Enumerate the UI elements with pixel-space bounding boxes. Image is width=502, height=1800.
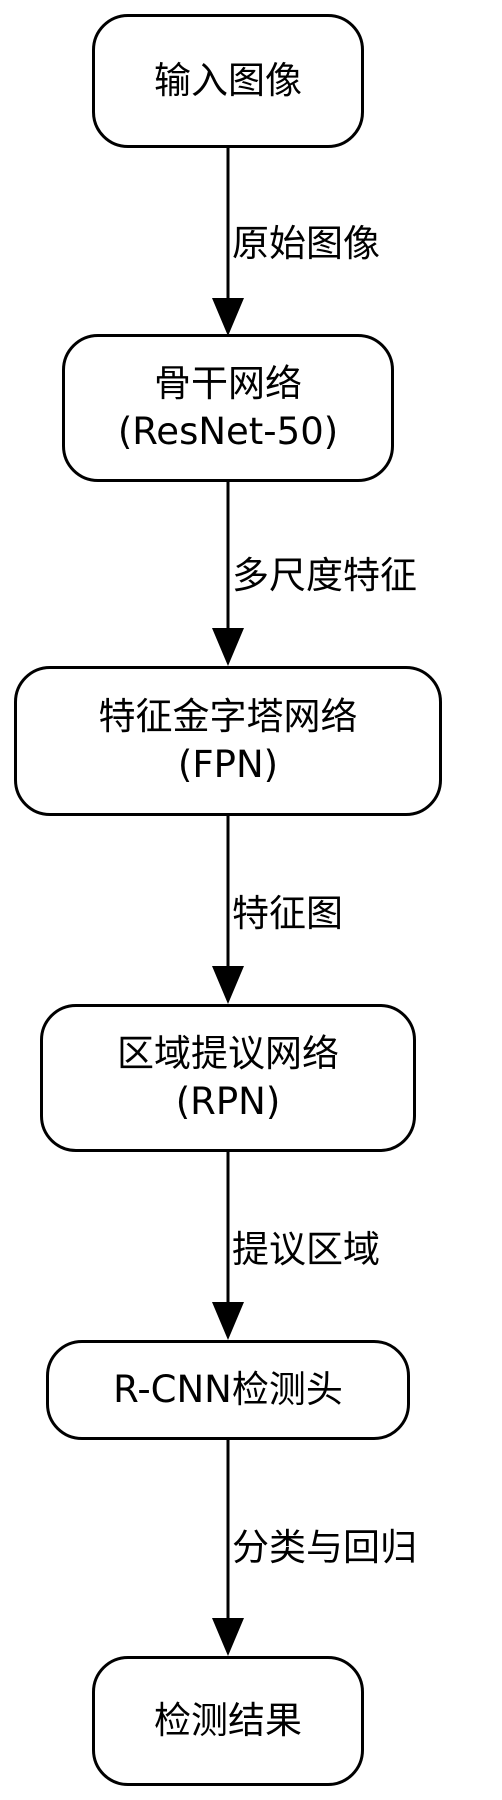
edge-backbone-to-fpn	[212, 482, 244, 666]
edge-input-to-backbone	[212, 148, 244, 336]
node-rcnn-head: R-CNN检测头	[46, 1340, 410, 1440]
edge-label-raw-image: 原始图像	[232, 222, 380, 265]
edge-label-multiscale-features: 多尺度特征	[232, 554, 417, 597]
arrowhead-icon	[212, 628, 244, 666]
edge-label-proposals: 提议区域	[232, 1228, 380, 1271]
node-label: 特征金字塔网络	[98, 695, 358, 738]
node-sublabel: (RPN)	[175, 1080, 281, 1123]
node-detection-result: 检测结果	[92, 1656, 364, 1786]
node-fpn: 特征金字塔网络 (FPN)	[14, 666, 442, 816]
arrowhead-icon	[212, 1302, 244, 1340]
arrowhead-icon	[212, 298, 244, 336]
node-label: 检测结果	[154, 1699, 302, 1742]
node-rpn: 区域提议网络 (RPN)	[40, 1004, 416, 1152]
node-label: R-CNN检测头	[113, 1368, 343, 1411]
node-label: 区域提议网络	[117, 1032, 339, 1075]
arrowhead-icon	[212, 1618, 244, 1656]
node-input-image: 输入图像	[92, 14, 364, 148]
edge-rpn-to-head	[212, 1152, 244, 1340]
edge-label-cls-reg: 分类与回归	[232, 1526, 417, 1569]
node-backbone: 骨干网络 (ResNet-50)	[62, 334, 394, 482]
edge-fpn-to-rpn	[212, 816, 244, 1004]
edge-label-feature-map: 特征图	[232, 892, 343, 935]
node-label: 骨干网络	[154, 362, 302, 405]
arrowhead-icon	[212, 966, 244, 1004]
node-label: 输入图像	[154, 59, 302, 102]
node-sublabel: (FPN)	[177, 743, 279, 786]
edge-head-to-output	[212, 1440, 244, 1656]
node-sublabel: (ResNet-50)	[117, 410, 339, 453]
